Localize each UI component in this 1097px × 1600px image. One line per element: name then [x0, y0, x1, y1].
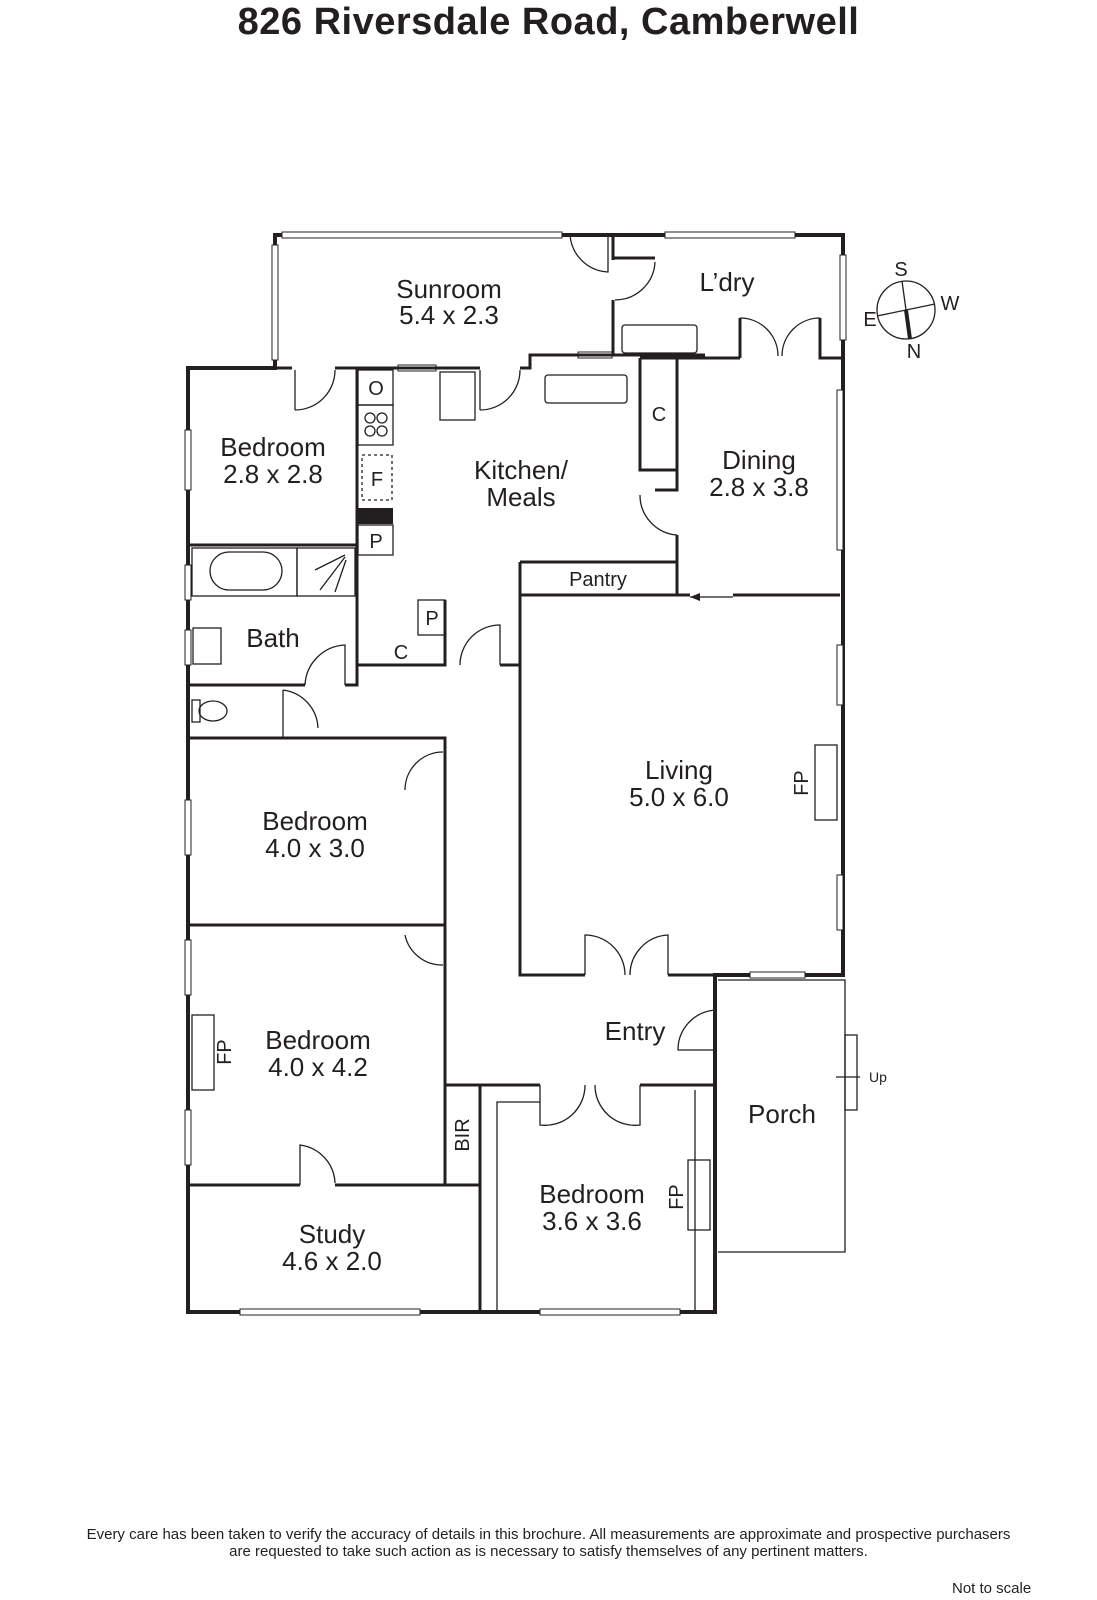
interior-walls	[190, 235, 843, 1312]
fridge-space	[361, 454, 393, 501]
disclaimer-line-2: are requested to take such action as is …	[229, 1543, 868, 1560]
kitchen-label: Kitchen/	[474, 455, 569, 485]
sunroom-size: 5.4 x 2.3	[399, 300, 499, 330]
oven-label: O	[368, 378, 384, 400]
door-swings	[282, 234, 821, 1185]
fridge-label: F	[371, 469, 383, 491]
room-labels: Sunroom 5.4 x 2.3 L’dry Bedroom 2.8 x 2.…	[220, 267, 816, 1276]
study-size: 4.6 x 2.0	[282, 1246, 382, 1276]
bedroom4-label: Bedroom	[539, 1179, 645, 1209]
disclaimer: Every care has been taken to verify the …	[0, 1526, 1097, 1560]
fireplace-label: FP	[791, 770, 813, 796]
porch-label: Porch	[748, 1099, 816, 1129]
laundry-label: L’dry	[700, 267, 755, 297]
cupboard-label: C	[394, 642, 408, 664]
not-to-scale-note: Not to scale	[952, 1580, 1032, 1597]
vanity-icon	[192, 627, 222, 665]
shower-icon	[296, 547, 356, 597]
up-label: Up	[869, 1069, 887, 1085]
exterior-walls	[186, 233, 845, 1314]
entry-label: Entry	[605, 1016, 666, 1046]
kitchen-sink-icon	[544, 374, 628, 404]
cooktop-icon	[357, 404, 394, 446]
study-label: Study	[299, 1219, 366, 1249]
bath-label: Bath	[246, 623, 300, 653]
bedroom2-size: 4.0 x 3.0	[265, 833, 365, 863]
bedroom1-size: 2.8 x 2.8	[223, 459, 323, 489]
pantry-cupboard-label: P	[425, 608, 438, 630]
bedroom3-size: 4.0 x 4.2	[268, 1052, 368, 1082]
bedroom4-size: 3.6 x 3.6	[542, 1206, 642, 1236]
laundry-sink-icon	[621, 324, 698, 354]
meals-label: Meals	[486, 482, 555, 512]
fireplace-label: FP	[214, 1039, 236, 1065]
pantry-cupboard-label: P	[369, 531, 382, 553]
fixtures	[191, 324, 838, 1310]
living-label: Living	[645, 755, 713, 785]
compass-west: W	[941, 293, 960, 315]
fireplace-icon	[191, 1014, 215, 1091]
cupboard-label: C	[652, 404, 666, 426]
kitchen-block	[358, 508, 393, 524]
bedroom3-label: Bedroom	[265, 1025, 371, 1055]
bedroom2-label: Bedroom	[262, 806, 368, 836]
bedroom1-label: Bedroom	[220, 432, 326, 462]
compass-icon: S W E N	[863, 259, 959, 363]
fireplace-icon	[687, 1159, 711, 1231]
compass-south: S	[894, 259, 907, 281]
windows	[184, 231, 847, 1316]
bir-label: BIR	[452, 1118, 474, 1151]
page-title: 826 Riversdale Road, Camberwell	[237, 1, 860, 43]
compass-east: E	[863, 309, 876, 331]
compass-north: N	[907, 341, 921, 363]
porch-outline	[718, 979, 860, 1253]
fixture-labels: O F P P C C FP FP FP BIR Up	[214, 378, 887, 1210]
dining-label: Dining	[722, 445, 796, 475]
kitchen-bench	[439, 371, 476, 421]
fireplace-icon	[814, 744, 838, 821]
toilet-icon	[198, 700, 228, 722]
fireplace-label: FP	[666, 1184, 688, 1210]
bathtub-icon	[209, 551, 283, 591]
dining-size: 2.8 x 3.8	[709, 472, 809, 502]
living-size: 5.0 x 6.0	[629, 782, 729, 812]
sunroom-label: Sunroom	[396, 274, 502, 304]
pantry-label: Pantry	[569, 569, 627, 591]
disclaimer-line-1: Every care has been taken to verify the …	[86, 1526, 1011, 1543]
